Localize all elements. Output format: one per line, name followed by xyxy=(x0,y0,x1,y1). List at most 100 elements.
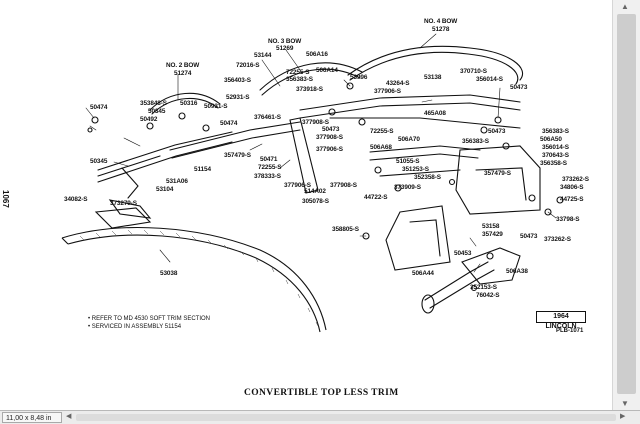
callout-label: 50474 xyxy=(90,104,108,111)
callout-label: 50345 xyxy=(148,108,166,115)
callout-label: 53996 xyxy=(350,74,368,81)
callout-label: 377908-S xyxy=(330,182,357,189)
windshield-header xyxy=(61,207,327,333)
callout-label: 50316 xyxy=(180,100,198,107)
callout-label: 506A16 xyxy=(306,51,328,58)
status-bar: 11,00 x 8,48 in ◀ ▶ xyxy=(0,410,640,424)
callout-label: 50474 xyxy=(220,120,238,127)
callout-label: 356358-S xyxy=(540,160,567,167)
callout-label: 356383-S xyxy=(462,138,489,145)
callout-label: 51055-S xyxy=(396,158,420,165)
callout-label: 53104 xyxy=(156,186,174,193)
page-size-indicator: 11,00 x 8,48 in xyxy=(2,412,62,423)
callout-label: 53144 xyxy=(254,52,272,59)
callout-label: 378333-S xyxy=(254,173,281,180)
callout-label: 50345 xyxy=(90,158,108,165)
callout-label: 357429 xyxy=(482,231,503,238)
side-rail-upper xyxy=(299,94,521,111)
callout-label: 377906-S xyxy=(316,146,343,153)
callout-label: 53038 xyxy=(160,270,178,277)
footnote: • SERVICED IN ASSEMBLY 51154 xyxy=(88,324,182,330)
callout-label: 351253-S xyxy=(402,166,429,173)
scroll-up-arrow-icon[interactable]: ▲ xyxy=(621,2,629,11)
callout-label: 514A02 xyxy=(304,188,326,195)
plate-id: PLB-1071 xyxy=(556,328,584,334)
callout-label: 352358-S xyxy=(414,174,441,181)
callout-label: 51274 xyxy=(174,70,192,77)
callout-label: 506A44 xyxy=(412,270,434,277)
callout-label: 34082-S xyxy=(64,196,88,203)
callout-label: 356014-S xyxy=(542,144,569,151)
callout-label: 506A70 xyxy=(398,136,420,143)
parts-diagram xyxy=(61,33,564,333)
callout-label: 50492 xyxy=(140,116,158,123)
callout-label: 51269 xyxy=(276,45,294,52)
callout-label: 76042-S xyxy=(476,292,500,299)
callout-label: 50473 xyxy=(488,128,506,135)
callout-label: 356383-S xyxy=(286,76,313,83)
callout-label: 50473 xyxy=(510,84,528,91)
callout-label: 373262-S xyxy=(544,236,571,243)
callout-label: 356014-S xyxy=(476,76,503,83)
callout-label: 50473 xyxy=(322,126,340,133)
vertical-scrollbar[interactable]: ▲ ▼ xyxy=(612,0,640,410)
callout-label: 373918-S xyxy=(296,86,323,93)
callout-label: 72016-S xyxy=(236,62,260,69)
callout-label: 33798-S xyxy=(556,216,580,223)
callout-label: 51154 xyxy=(194,166,211,173)
page-number: 1067 xyxy=(1,190,10,208)
callout-label: 53138 xyxy=(424,74,442,81)
footnote: • REFER TO MD 4530 SOFT TRIM SECTION xyxy=(88,316,211,322)
callout-label: 44725-S xyxy=(560,196,584,203)
callout-label: 358805-S xyxy=(332,226,359,233)
callout-label: 377908-S xyxy=(302,119,329,126)
callout-label: 357479-S xyxy=(484,170,511,177)
document-page: NO. 4 BOW 51278 NO. 3 BOW 51269 53144 72… xyxy=(1,18,590,398)
callout-label: 305078-S xyxy=(302,198,329,205)
callout-label: 377906-S xyxy=(284,182,311,189)
page-title: CONVERTIBLE TOP LESS TRIM xyxy=(244,388,399,398)
callout-label: 356383-S xyxy=(542,128,569,135)
callout-label: 34806-S xyxy=(560,184,584,191)
callout-label: 72255-S xyxy=(370,128,394,135)
scroll-thumb[interactable] xyxy=(617,14,636,394)
callout-label: 357479-S xyxy=(224,152,251,159)
callout-label: 50473 xyxy=(520,233,538,240)
callout-label: 531A06 xyxy=(166,178,188,185)
bow-4 xyxy=(347,45,524,81)
callout-label: NO. 4 BOW xyxy=(424,18,458,25)
bow-2 xyxy=(149,92,221,111)
callout-label: 50931-S xyxy=(204,103,228,110)
callout-label: 50453 xyxy=(454,250,472,257)
horizontal-scrollbar[interactable] xyxy=(76,414,616,421)
callout-label: 52931-S xyxy=(226,94,250,101)
callout-label: 377906-S xyxy=(374,88,401,95)
callout-label: 353848-S xyxy=(140,100,167,107)
callout-label: 370643-S xyxy=(542,152,569,159)
callout-label: 373279-S xyxy=(110,200,137,207)
callout-label: 44722-S xyxy=(364,194,388,201)
callout-label: 465A08 xyxy=(424,110,446,117)
callout-label: 377908-S xyxy=(316,134,343,141)
link-plate xyxy=(289,117,319,194)
callout-label: 506A38 xyxy=(506,268,528,275)
callout-label: 373262-S xyxy=(562,176,589,183)
callout-label: 506A50 xyxy=(540,136,562,143)
callout-label: 43264-S xyxy=(386,80,410,87)
callout-label: 72255-S xyxy=(286,69,310,76)
callout-label: 72255-S xyxy=(258,164,282,171)
center-rail xyxy=(169,121,301,151)
pivot-bracket xyxy=(385,205,451,271)
callout-label: 506A14 xyxy=(316,67,338,74)
callout-label: 53158 xyxy=(482,223,500,230)
callout-label: 373909-S xyxy=(394,184,421,191)
model-label: 1964 LINCOLN xyxy=(536,311,586,330)
scroll-down-arrow-icon[interactable]: ▼ xyxy=(621,399,629,408)
callout-label: 51278 xyxy=(432,26,450,33)
callout-label: NO. 2 BOW xyxy=(166,62,200,69)
scroll-right-arrow-icon[interactable]: ▶ xyxy=(620,413,626,420)
callout-label: 356403-S xyxy=(224,77,251,84)
scroll-left-arrow-icon[interactable]: ◀ xyxy=(66,413,72,420)
callout-label: 352153-S xyxy=(470,284,497,291)
